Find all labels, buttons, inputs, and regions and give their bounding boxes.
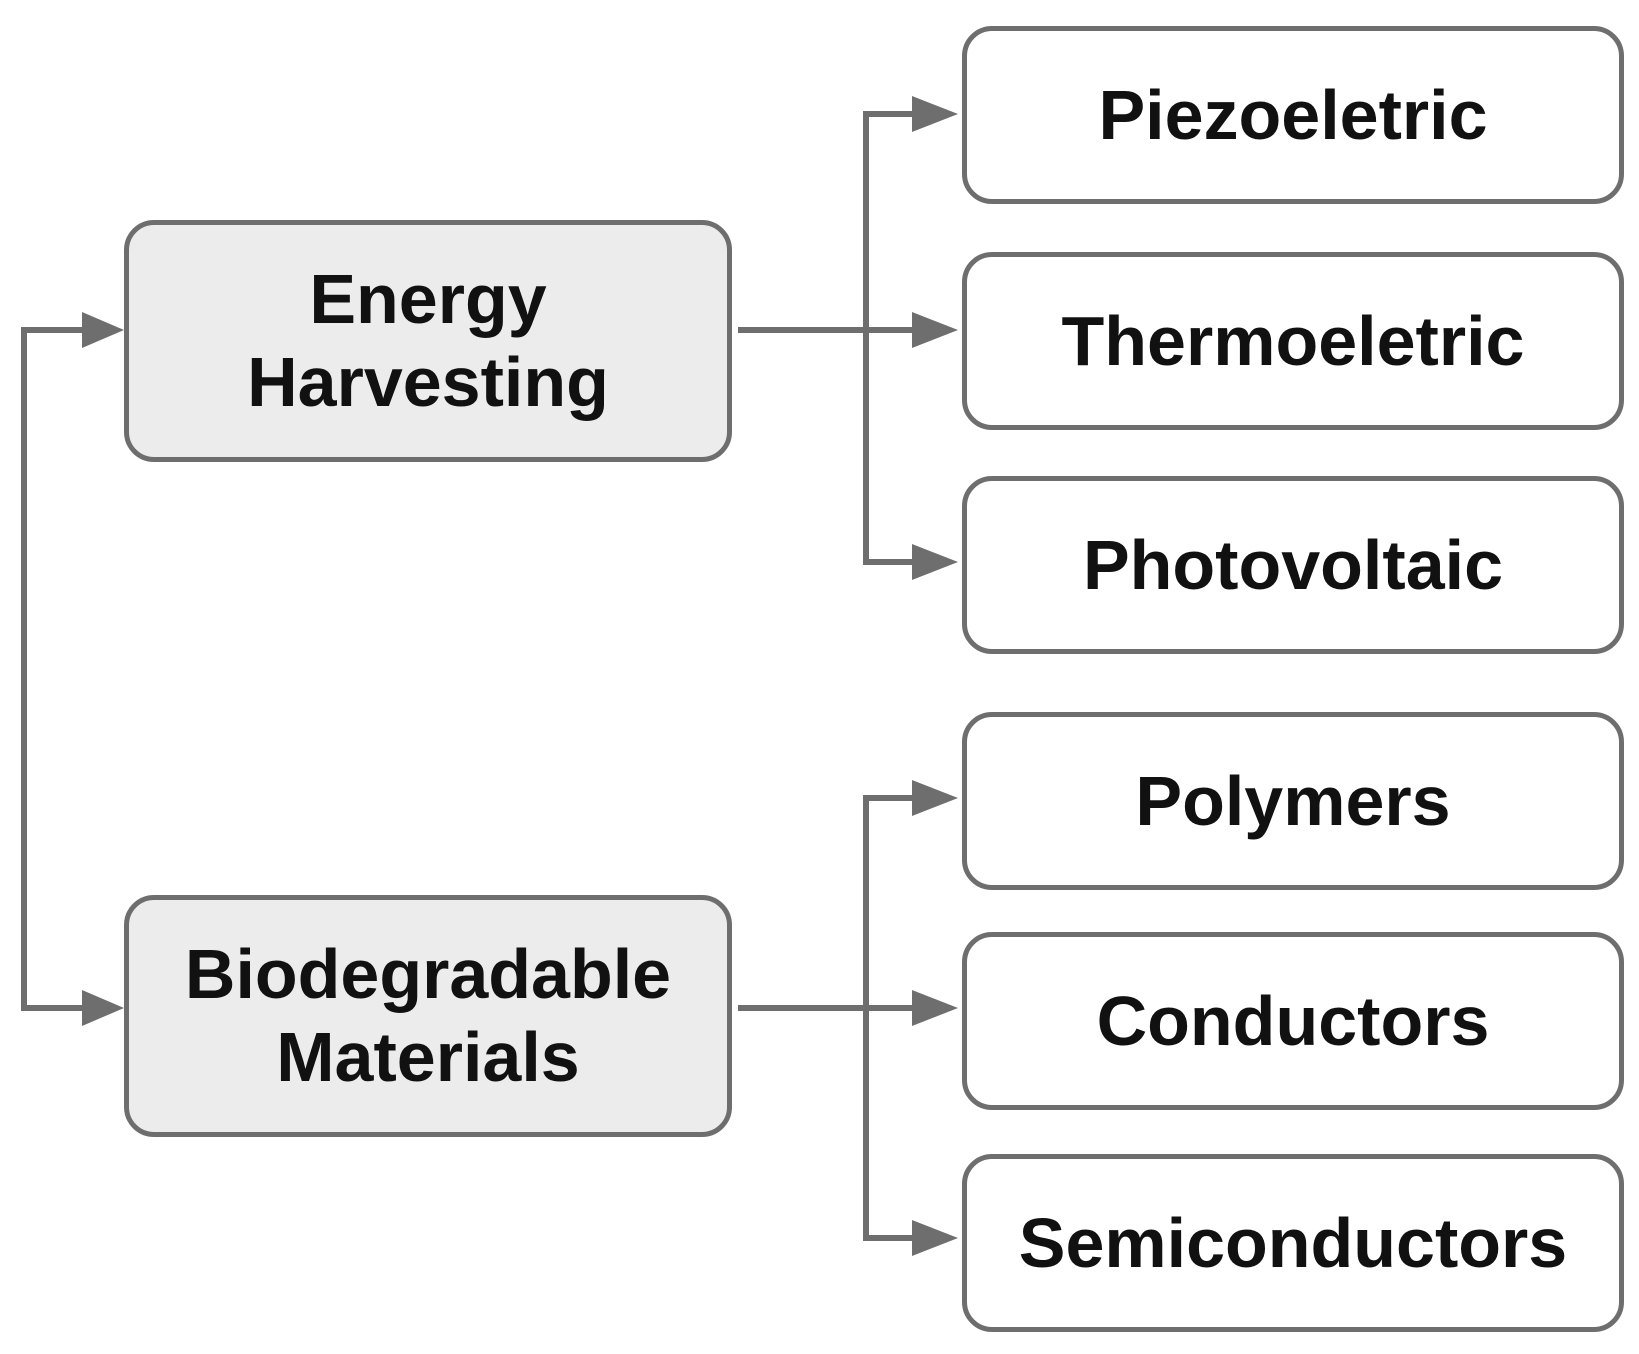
biodegradable-materials-node: Biodegradable Materials: [124, 895, 732, 1137]
piezoeletric-label: Piezoeletric: [1098, 75, 1488, 154]
thermoeletric-node: Thermoeletric: [962, 252, 1624, 430]
biodegradable-materials-label: Biodegradable Materials: [185, 933, 671, 1098]
conductors-label: Conductors: [1096, 981, 1490, 1060]
arrowhead-piezoeletric: [912, 96, 958, 132]
arrowhead-energy: [82, 312, 124, 348]
arrowhead-conductors: [912, 990, 958, 1026]
materials-branch-line: [863, 795, 920, 1241]
root-bracket-line: [21, 327, 82, 1011]
biodegradable-materials-line1: Biodegradable: [184, 935, 672, 1014]
arrowhead-polymers: [912, 780, 958, 816]
polymers-node: Polymers: [962, 712, 1624, 890]
photovoltaic-label: Photovoltaic: [1082, 525, 1504, 604]
biodegradable-materials-line2: Materials: [276, 1018, 580, 1096]
semiconductors-node: Semiconductors: [962, 1154, 1624, 1332]
polymers-label: Polymers: [1135, 761, 1451, 840]
arrowhead-thermoeletric: [912, 312, 958, 348]
arrowhead-semiconductors: [912, 1220, 958, 1256]
thermoeletric-label: Thermoeletric: [1061, 301, 1525, 380]
energy-harvesting-label: Energy Harvesting: [247, 258, 609, 423]
photovoltaic-node: Photovoltaic: [962, 476, 1624, 654]
arrowhead-materials: [82, 990, 124, 1026]
conductors-node: Conductors: [962, 932, 1624, 1110]
energy-harvesting-line2: Harvesting: [247, 343, 609, 421]
piezoeletric-node: Piezoeletric: [962, 26, 1624, 204]
semiconductors-label: Semiconductors: [1018, 1203, 1568, 1282]
energy-harvesting-line1: Energy: [309, 260, 547, 339]
energy-harvesting-node: Energy Harvesting: [124, 220, 732, 462]
energy-branch-line: [863, 111, 920, 565]
arrowhead-photovoltaic: [912, 544, 958, 580]
